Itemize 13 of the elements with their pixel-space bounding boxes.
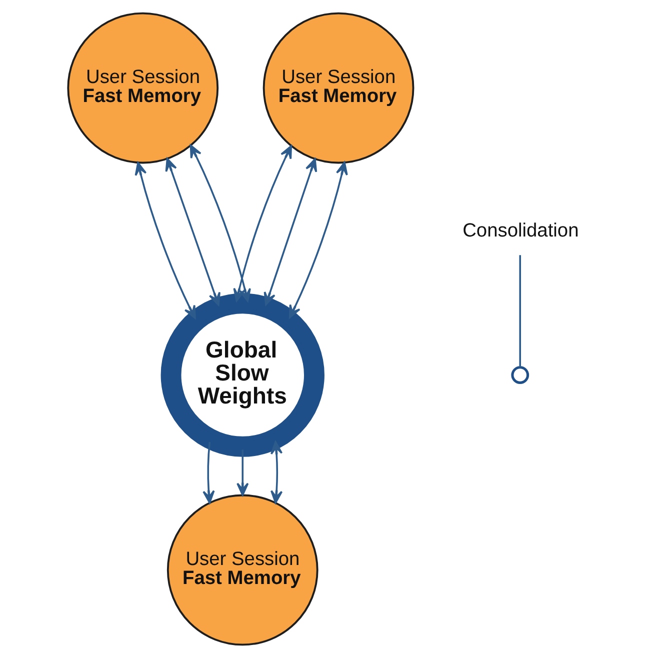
arrow bbox=[263, 158, 317, 306]
connector bbox=[518, 255, 520, 368]
node-text: Consolidation bbox=[462, 220, 578, 242]
node-circle: User Session Fast Memory bbox=[262, 12, 414, 164]
arrow bbox=[202, 442, 214, 504]
arrow bbox=[270, 441, 282, 504]
node-circle: User Session Fast Memory bbox=[66, 12, 218, 164]
node-circle: User Session Fast Memory bbox=[166, 494, 318, 646]
arrow bbox=[164, 158, 220, 306]
arrow bbox=[288, 162, 348, 318]
arrow bbox=[236, 450, 248, 496]
node-circle bbox=[510, 366, 529, 384]
arrow bbox=[134, 162, 196, 319]
